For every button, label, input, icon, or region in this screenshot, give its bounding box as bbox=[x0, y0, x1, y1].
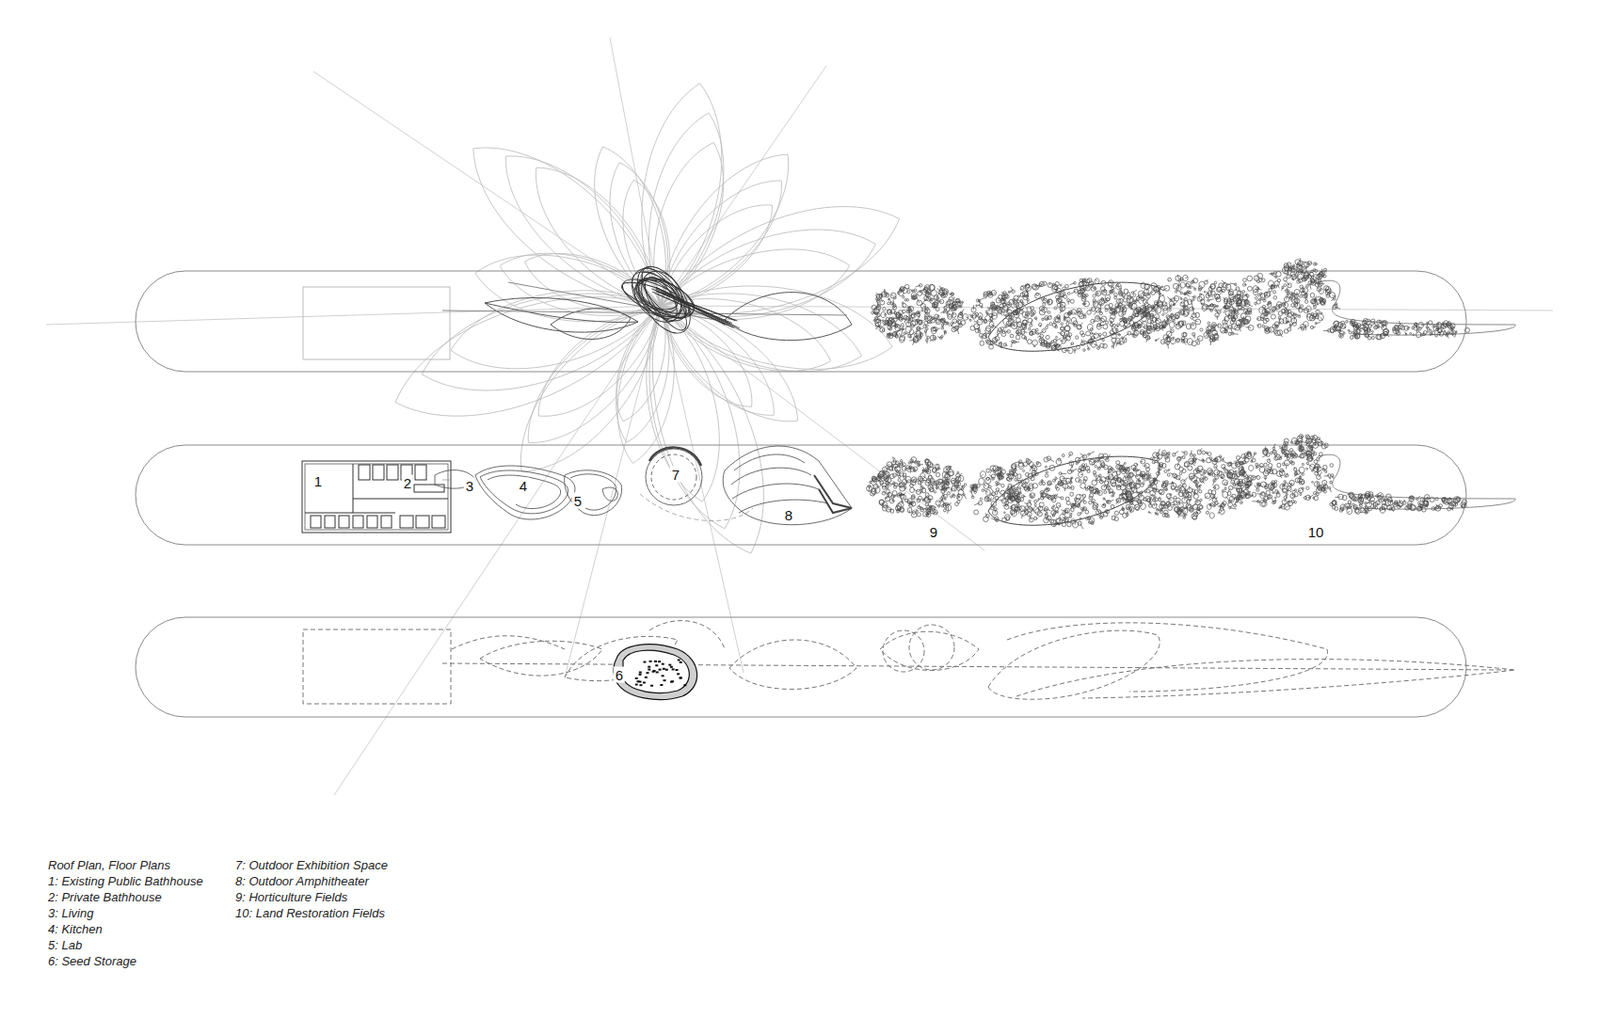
legend-text: 1: Existing Public Bathhouse bbox=[48, 874, 204, 890]
seed-shelf bbox=[675, 669, 679, 672]
vegetation bbox=[1224, 444, 1334, 511]
seed-shelf bbox=[639, 672, 642, 674]
seed-shelf bbox=[679, 677, 683, 680]
seed-shelf bbox=[642, 661, 646, 664]
seed-shelf bbox=[679, 661, 683, 664]
petal-outline bbox=[624, 295, 762, 540]
vegetation bbox=[1282, 257, 1328, 286]
seed-shelf bbox=[676, 672, 680, 675]
vegetation bbox=[989, 451, 1159, 529]
callout-number: 6 bbox=[613, 667, 625, 684]
seed-shelf bbox=[668, 664, 672, 667]
legend-text: 4: Kitchen bbox=[48, 922, 103, 938]
knot-loop bbox=[633, 272, 683, 319]
legend-text: 8: Outdoor Amphitheater bbox=[235, 874, 369, 890]
seed-shelf bbox=[677, 658, 681, 661]
petal-outline bbox=[633, 133, 741, 315]
seed-shelf bbox=[644, 676, 648, 679]
petal-outline bbox=[447, 117, 687, 337]
seed-shelf bbox=[657, 660, 661, 663]
seed-shelf bbox=[683, 684, 687, 687]
petal-outline bbox=[635, 133, 813, 327]
seed-shelf bbox=[665, 669, 669, 672]
legend-text: 2: Private Bathhouse bbox=[48, 890, 162, 906]
seed-shelf bbox=[679, 676, 683, 679]
petal-outline bbox=[654, 234, 857, 337]
petal-outline bbox=[480, 130, 686, 332]
vegetation bbox=[871, 284, 969, 346]
petal-outline bbox=[643, 187, 789, 325]
seed-shelf bbox=[659, 684, 663, 687]
seed-shelf bbox=[647, 666, 651, 669]
seed-shelf bbox=[647, 669, 651, 672]
seed-shelf bbox=[654, 660, 657, 663]
callout-number: 9 bbox=[928, 524, 940, 541]
petal-outline bbox=[595, 156, 685, 314]
seed-shelf bbox=[663, 679, 667, 682]
knot-loop bbox=[624, 262, 695, 330]
vegetation bbox=[1223, 271, 1342, 337]
petal-outline bbox=[607, 301, 688, 468]
knot-line bbox=[655, 290, 737, 321]
callout-number: 7 bbox=[670, 466, 682, 483]
seed-shelf bbox=[656, 671, 659, 673]
vegetation bbox=[1323, 319, 1404, 341]
seed-shelf bbox=[635, 684, 639, 687]
petal-outline bbox=[654, 267, 900, 385]
petal-outline bbox=[650, 208, 886, 342]
seed-shelf bbox=[658, 669, 662, 672]
legend-text: 9: Horticulture Fields bbox=[235, 890, 348, 906]
callout-number: 1 bbox=[312, 473, 324, 490]
seed-shelf bbox=[672, 668, 675, 671]
legend-text: 7: Outdoor Exhibition Space bbox=[235, 858, 388, 874]
vegetation bbox=[1280, 434, 1328, 460]
petal-outline bbox=[443, 271, 669, 385]
seed-shelf bbox=[662, 668, 666, 671]
seed-shelf bbox=[650, 685, 654, 688]
seed-shelf bbox=[639, 681, 642, 684]
seed-shelf bbox=[661, 663, 665, 666]
seed-shelf bbox=[642, 681, 646, 684]
seed-shelf bbox=[639, 673, 642, 676]
vegetation bbox=[1392, 495, 1467, 513]
seed-shelf bbox=[635, 677, 639, 680]
seed-shelf bbox=[661, 674, 665, 677]
vegetation bbox=[1392, 320, 1471, 339]
petal-outline bbox=[576, 137, 688, 316]
vegetation bbox=[866, 456, 967, 518]
callout-number: 8 bbox=[783, 507, 795, 524]
legend-text: Roof Plan, Floor Plans bbox=[48, 858, 171, 874]
seed-shelf bbox=[670, 666, 673, 669]
seed-shelf bbox=[645, 672, 649, 674]
seed-shelf bbox=[655, 664, 658, 667]
knot-line bbox=[656, 287, 740, 328]
petal-outline bbox=[620, 290, 793, 569]
legend-text: 5: Lab bbox=[48, 938, 82, 954]
seed-shelf bbox=[670, 681, 673, 684]
callout-number: 4 bbox=[517, 478, 529, 495]
callout-number: 5 bbox=[572, 493, 584, 510]
callout-number: 10 bbox=[1306, 524, 1327, 541]
callout-number: 3 bbox=[464, 478, 476, 495]
vegetation bbox=[965, 290, 1030, 351]
seed-shelf bbox=[652, 671, 656, 673]
knot-loop bbox=[626, 257, 702, 343]
legend-text: 10: Land Restoration Fields bbox=[235, 906, 385, 922]
callout-number: 2 bbox=[401, 475, 414, 492]
knot-loop bbox=[634, 261, 694, 336]
vegetation bbox=[1329, 491, 1404, 514]
seed-shelf bbox=[649, 660, 653, 663]
legend-text: 6: Seed Storage bbox=[48, 954, 137, 970]
knot-line bbox=[656, 288, 731, 325]
seed-shelf bbox=[639, 684, 642, 687]
legend-text: 3: Living bbox=[48, 906, 94, 922]
